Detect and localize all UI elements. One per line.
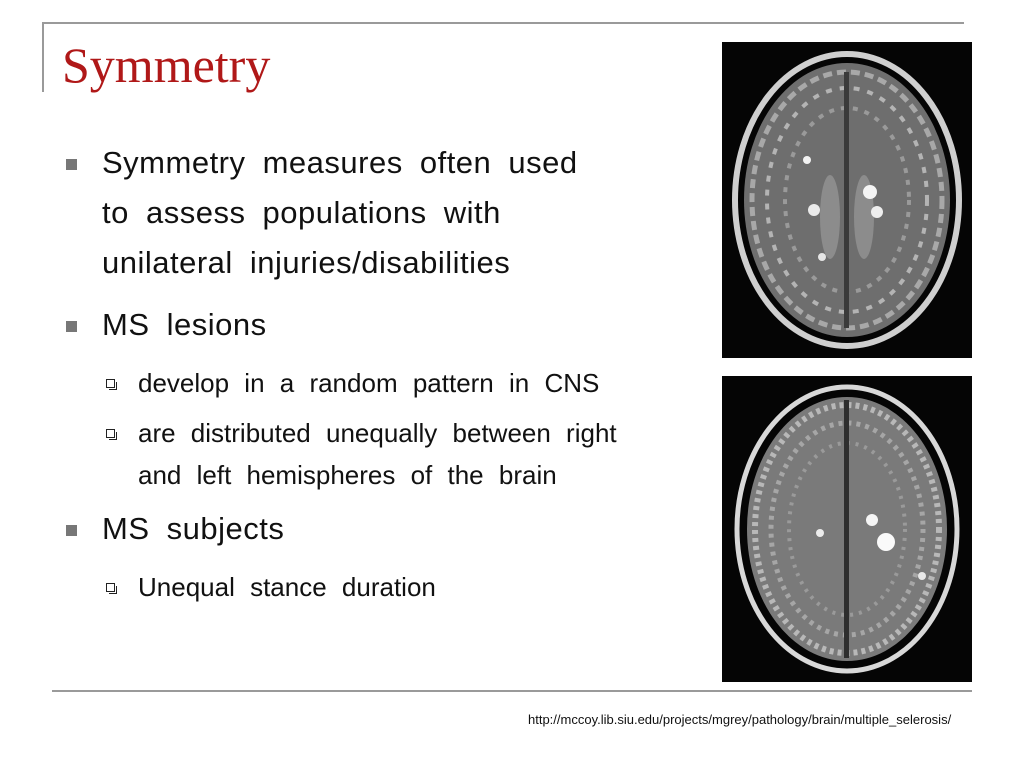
- sub-bullet-item: are distributed unequally between right …: [60, 412, 620, 496]
- sub-bullet-text: develop in a random pattern in CNS: [138, 368, 600, 398]
- brain-mri-axial-t2-icon: [732, 51, 962, 349]
- square-bullet-icon: [66, 321, 77, 332]
- square-bullet-icon: [66, 525, 77, 536]
- bottom-rule: [52, 690, 972, 692]
- bullet-list: Symmetry measures often used to assess p…: [60, 138, 620, 616]
- image-source-link[interactable]: http://mccoy.lib.siu.edu/projects/mgrey/…: [528, 712, 952, 727]
- sub-bullet-text: are distributed unequally between right …: [138, 418, 617, 490]
- box-bullet-icon: [106, 429, 117, 440]
- brain-mri-axial-flair-icon: [734, 384, 960, 674]
- brain-mri-image-top: [722, 42, 972, 358]
- bullet-item: Symmetry measures often used to assess p…: [60, 138, 620, 288]
- box-bullet-icon: [106, 583, 117, 594]
- left-rule: [42, 22, 44, 92]
- square-bullet-icon: [66, 159, 77, 170]
- bullet-text: MS subjects: [102, 511, 285, 546]
- bullet-text: MS lesions: [102, 307, 267, 342]
- top-rule: [42, 22, 964, 24]
- brain-mri-image-bottom: [722, 376, 972, 682]
- bullet-item: MS lesions: [60, 300, 620, 350]
- sub-bullet-text: Unequal stance duration: [138, 572, 436, 602]
- slide-title: Symmetry: [62, 37, 271, 93]
- bullet-text: Symmetry measures often used to assess p…: [102, 145, 578, 280]
- bullet-item: MS subjects: [60, 504, 620, 554]
- sub-bullet-item: Unequal stance duration: [60, 566, 620, 608]
- box-bullet-icon: [106, 379, 117, 390]
- sub-bullet-item: develop in a random pattern in CNS: [60, 362, 620, 404]
